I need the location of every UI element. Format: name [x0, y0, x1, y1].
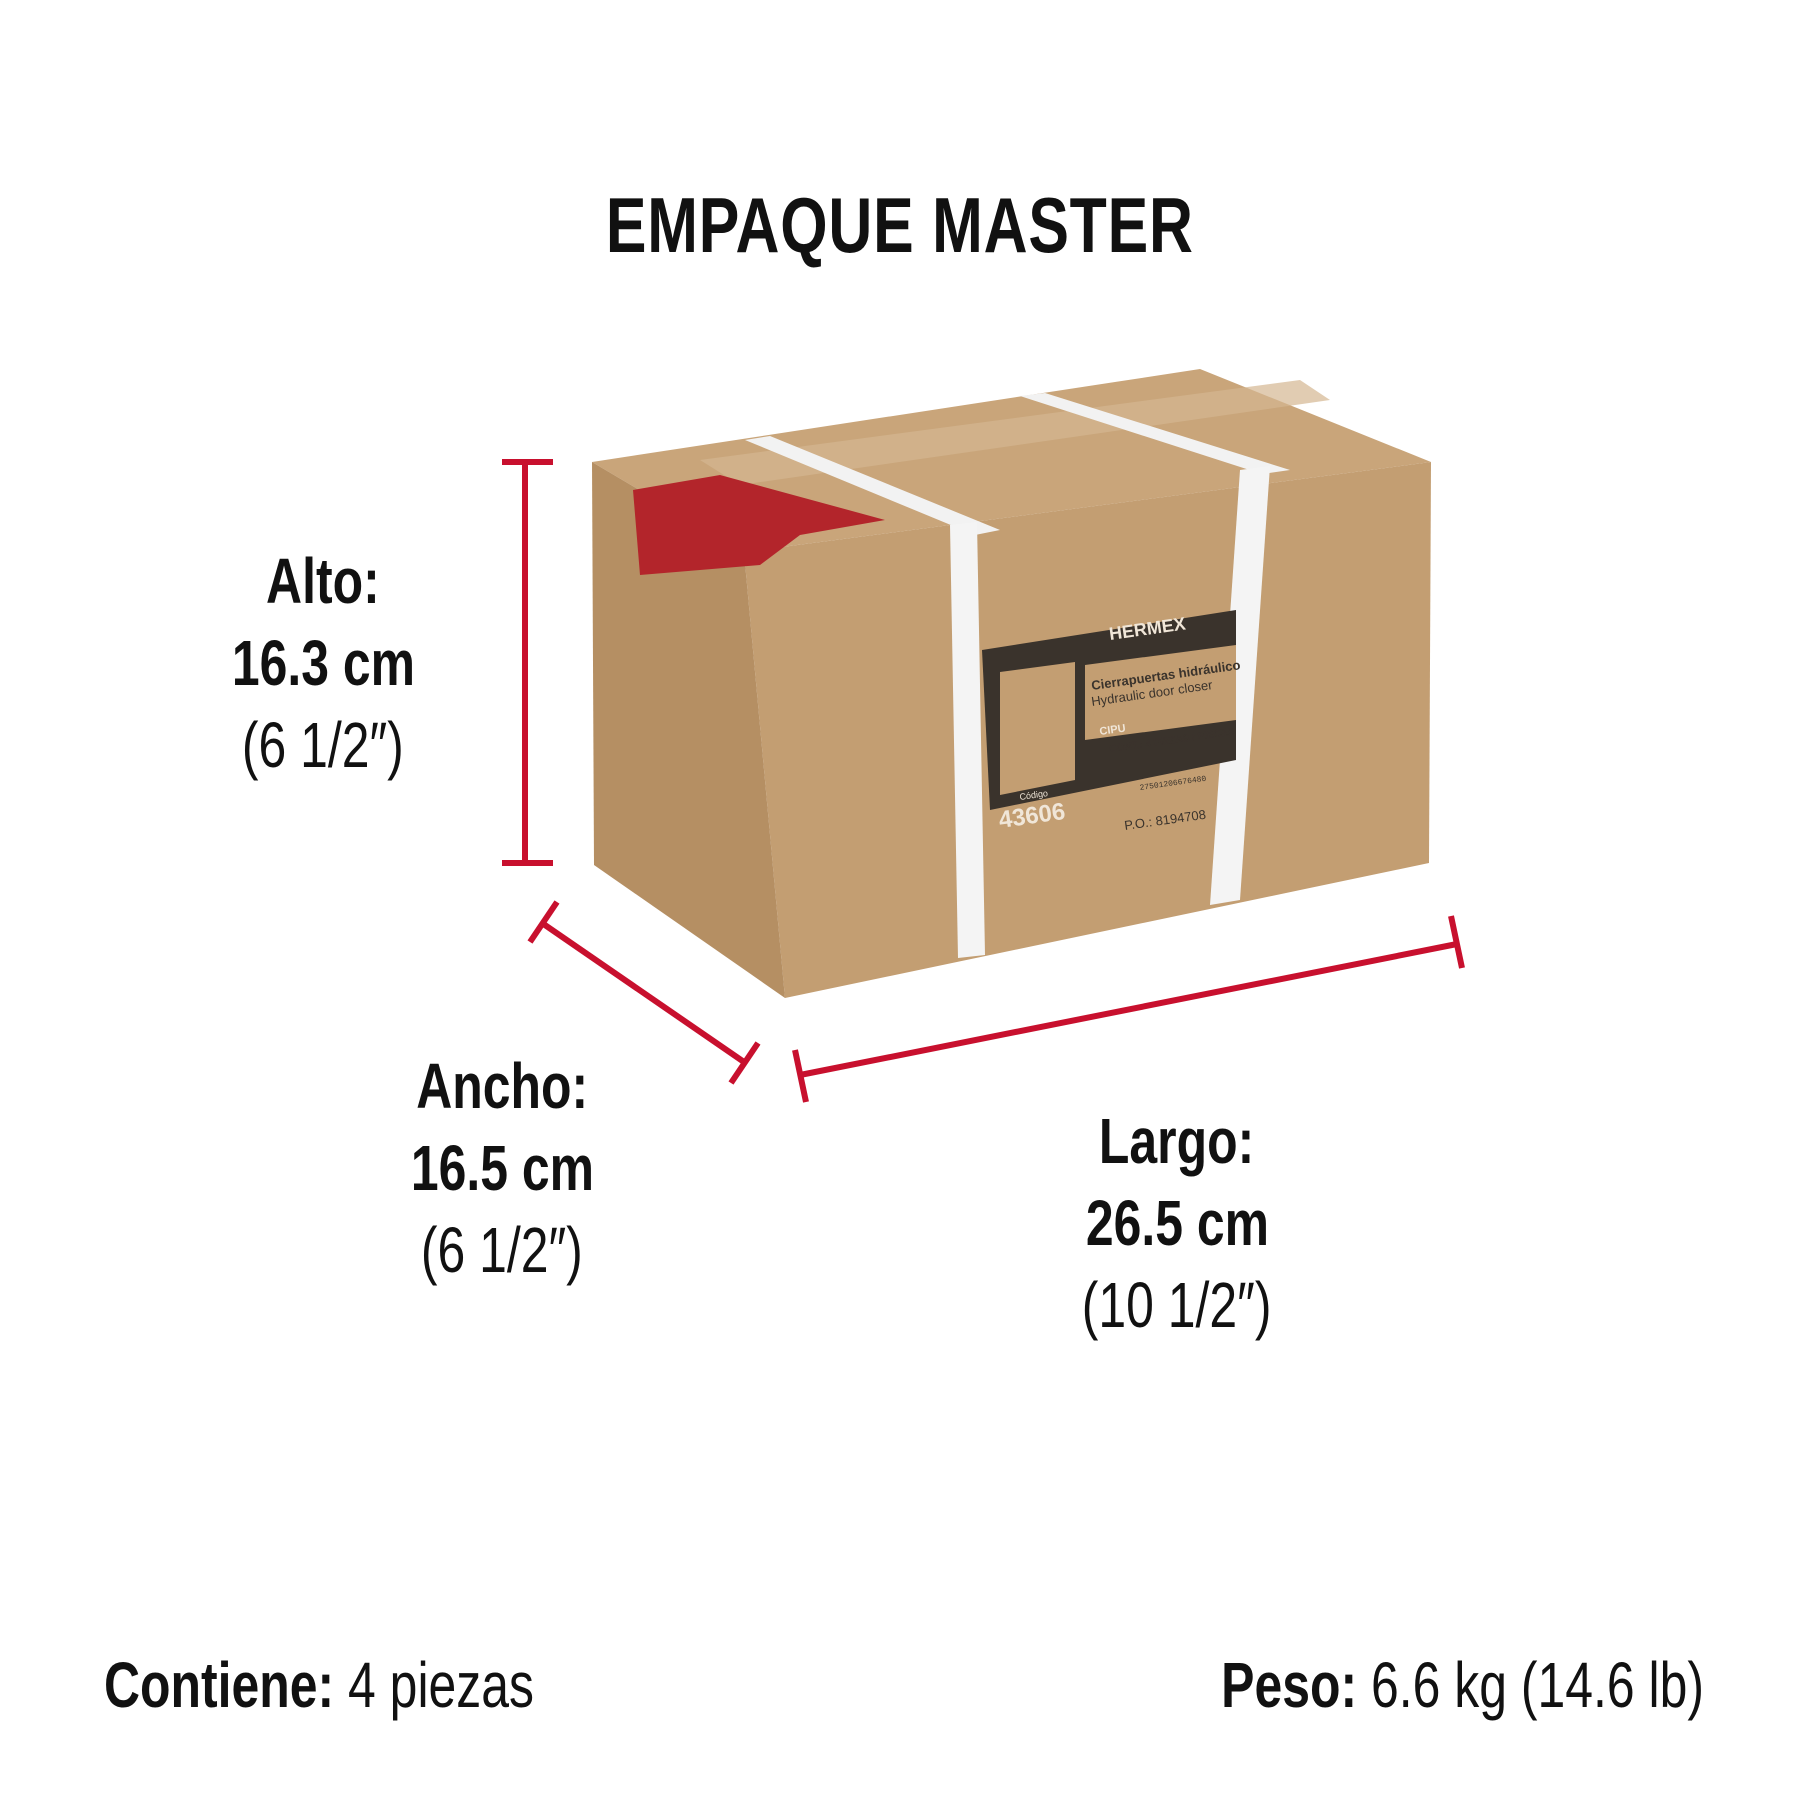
height-metric: 16.3 cm	[231, 627, 415, 699]
dimension-lines	[502, 459, 1465, 1103]
label-codigo-caption: Código	[1019, 788, 1049, 802]
height-dimension-line	[502, 459, 553, 866]
height-label: Alto:	[266, 545, 380, 617]
weight-label: Peso:	[1221, 1649, 1358, 1721]
height-dimension: Alto: 16.3 cm (6 1/2″)	[173, 540, 473, 786]
width-dimension: Ancho: 16.5 cm (6 1/2″)	[352, 1045, 652, 1291]
strap-front-2	[1210, 466, 1270, 905]
cardboard-box	[592, 369, 1431, 998]
width-dimension-line	[527, 900, 761, 1085]
box-tape	[700, 380, 1330, 485]
length-label: Largo:	[1099, 1105, 1255, 1177]
page-title-text: EMPAQUE MASTER	[606, 181, 1194, 269]
front-label	[982, 610, 1236, 810]
red-label	[633, 475, 885, 575]
page-title: EMPAQUE MASTER	[0, 180, 1800, 271]
width-imperial: (6 1/2″)	[421, 1214, 583, 1286]
contents-value: 4 piezas	[348, 1649, 534, 1721]
strap-top	[745, 436, 1000, 535]
width-label: Ancho:	[416, 1050, 588, 1122]
length-dimension-line	[792, 915, 1465, 1103]
height-imperial: (6 1/2″)	[242, 709, 404, 781]
label-clave: CIPU	[1099, 722, 1127, 738]
contents-info: Contiene: 4 piezas	[104, 1648, 655, 1722]
length-dimension: Largo: 26.5 cm (10 1/2″)	[1027, 1100, 1327, 1346]
contents-label: Contiene:	[104, 1649, 335, 1721]
box-side-face	[592, 462, 785, 998]
strap-top-2	[1020, 393, 1290, 474]
length-metric: 26.5 cm	[1085, 1187, 1269, 1259]
weight-info: Peso: 6.6 kg (14.6 lb)	[1085, 1648, 1704, 1722]
weight-value: 6.6 kg (14.6 lb)	[1371, 1649, 1704, 1721]
width-metric: 16.5 cm	[410, 1132, 594, 1204]
length-imperial: (10 1/2″)	[1082, 1269, 1272, 1341]
strap-front	[950, 522, 985, 958]
